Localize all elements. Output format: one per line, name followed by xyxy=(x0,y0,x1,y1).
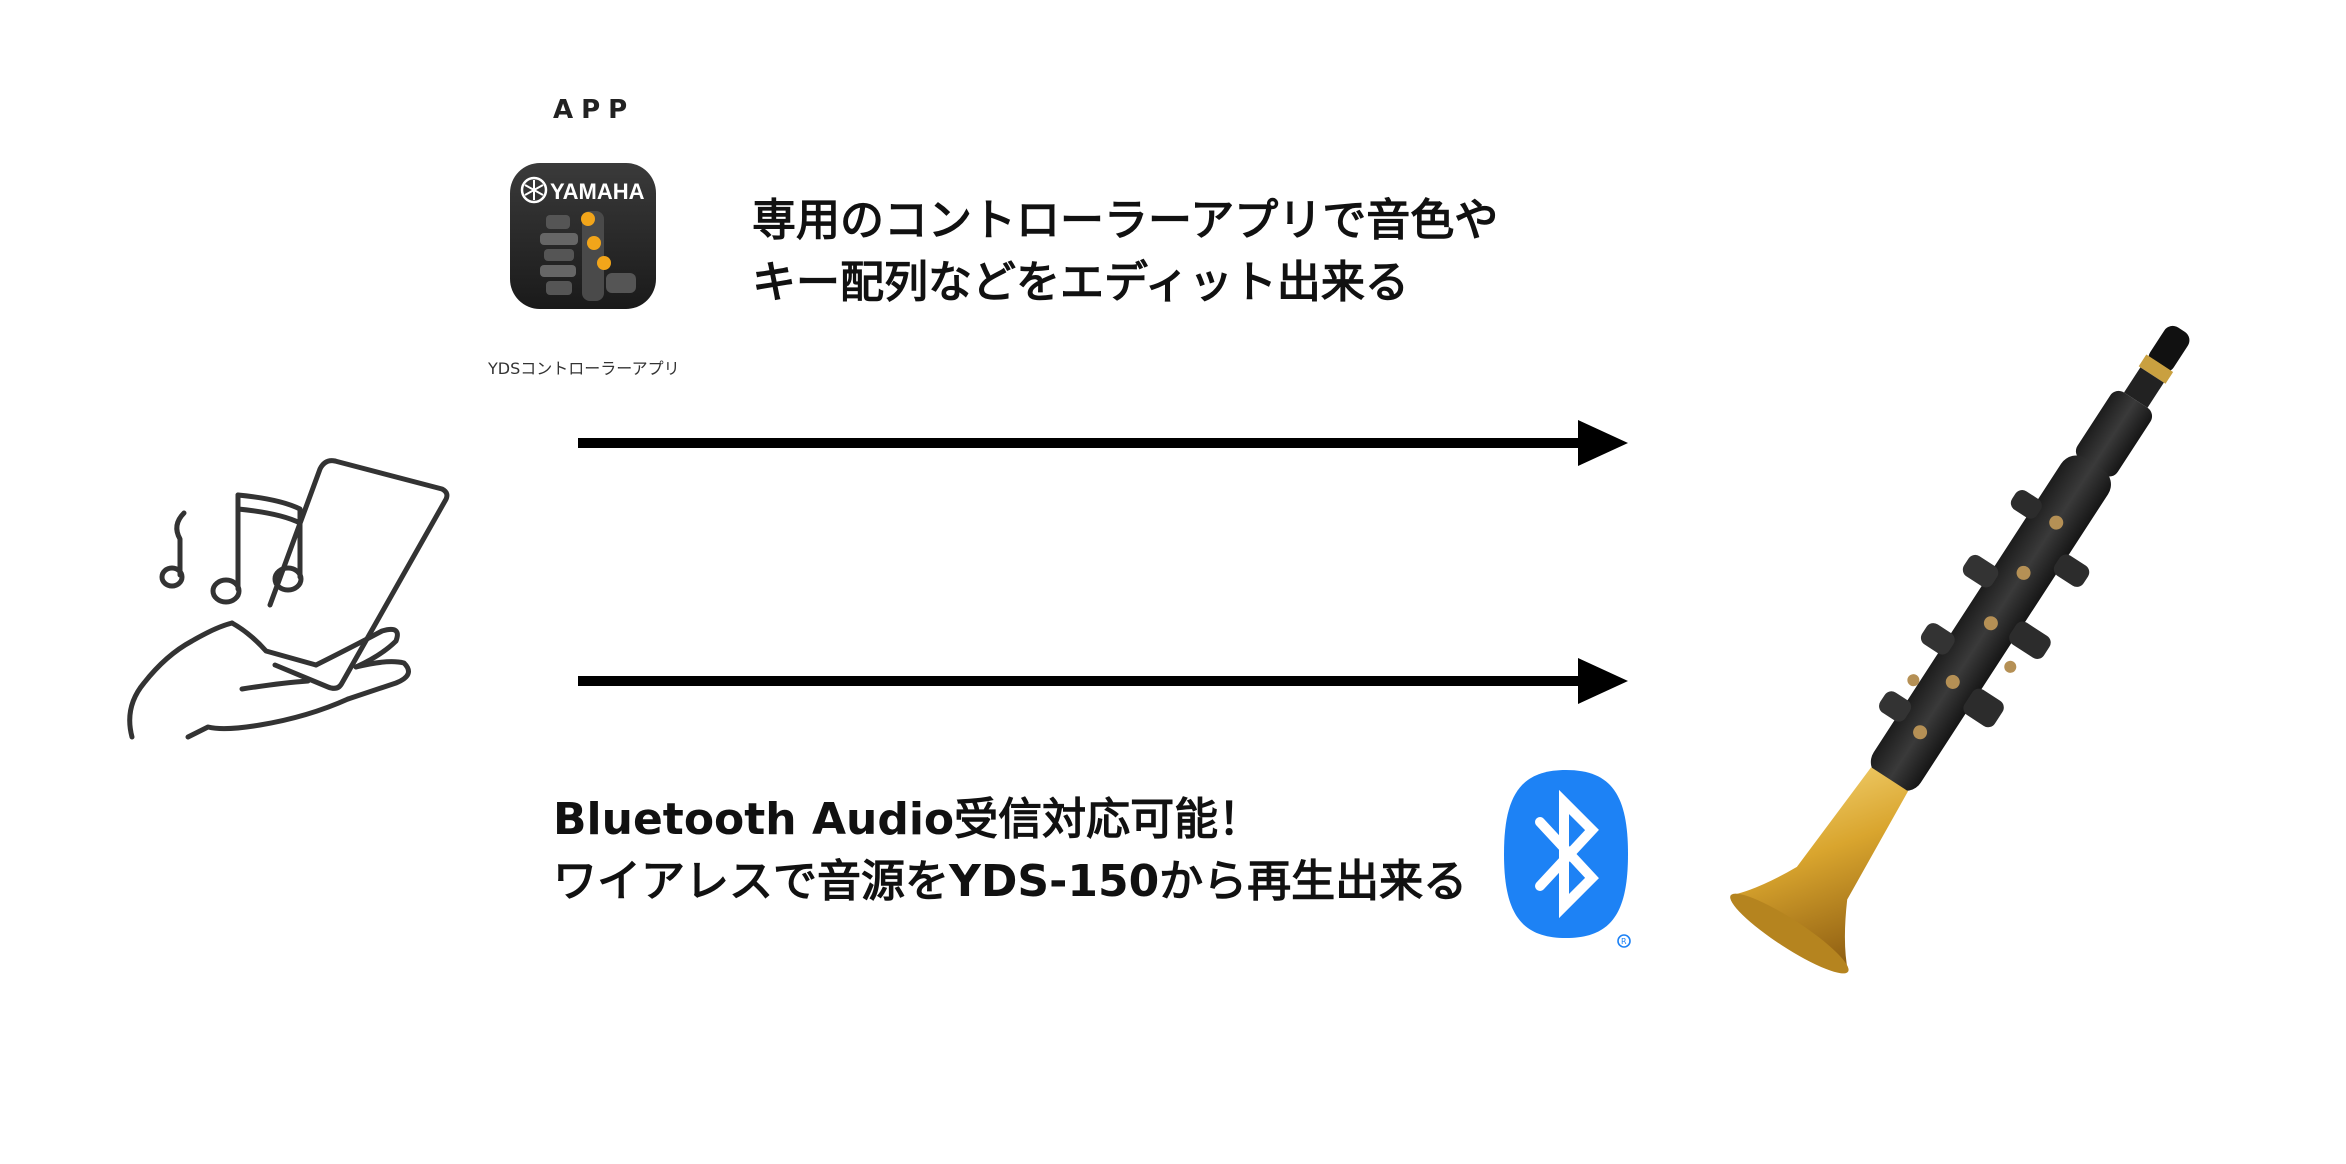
yds-app-icon: YAMAHA xyxy=(510,163,656,309)
bluetooth-feature-caption: Bluetooth Audio受信対応可能！ ワイアレスで音源をYDS-150か… xyxy=(553,789,1467,913)
arrow-top xyxy=(578,420,1628,466)
app-feature-line-2: キー配列などをエディット出来る xyxy=(752,257,1409,308)
saxophone-image xyxy=(1730,325,2190,974)
arrow-bottom xyxy=(578,658,1628,704)
app-feature-caption: 専用のコントローラーアプリで音色や キー配列などをエディット出来る xyxy=(752,190,1498,314)
bluetooth-icon: R xyxy=(1504,770,1631,948)
hand-phone-music-icon xyxy=(127,458,450,740)
bluetooth-feature-line-2: ワイアレスで音源をYDS-150から再生出来る xyxy=(553,856,1468,907)
bluetooth-feature-line-1: Bluetooth Audio受信対応可能！ xyxy=(553,794,1263,845)
svg-text:R: R xyxy=(1621,937,1627,946)
app-label: APP xyxy=(553,95,636,125)
app-name-caption: YDSコントローラーアプリ xyxy=(488,359,680,378)
app-feature-line-1: 専用のコントローラーアプリで音色や xyxy=(752,195,1499,246)
app-brand-text: YAMAHA xyxy=(550,179,645,204)
